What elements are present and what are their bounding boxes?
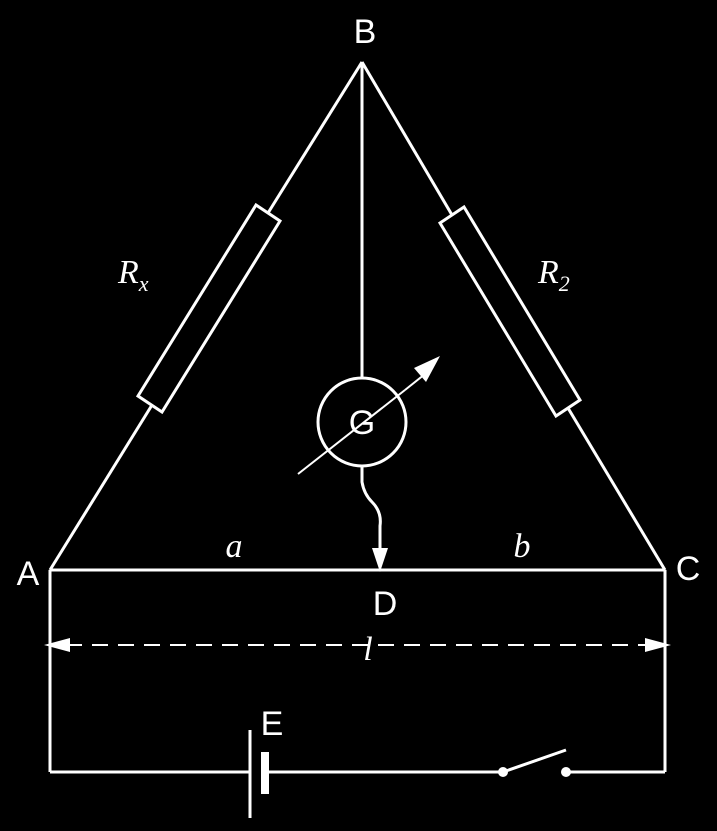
galvanometer-needle-tail — [297, 389, 406, 475]
slider-arrowhead — [372, 548, 388, 572]
wire-r2-to-c — [566, 407, 667, 571]
rx-label-main: R — [117, 254, 139, 291]
length-label: l — [363, 631, 372, 668]
switch-lever — [502, 748, 567, 774]
node-b-label: B — [354, 13, 377, 51]
battery-label: E — [261, 705, 284, 743]
galvanometer-arrowhead — [414, 356, 440, 382]
resistor-rx — [135, 202, 283, 415]
node-a-label: A — [17, 555, 40, 593]
resistor-r2 — [437, 204, 583, 419]
r2-label: R2 — [537, 254, 570, 296]
r2-label-main: R — [537, 254, 559, 291]
rx-label-sub: x — [138, 271, 149, 296]
length-arrow-right — [645, 638, 671, 652]
wire-galvanometer-to-d — [360, 466, 382, 552]
rx-label: Rx — [117, 254, 149, 296]
length-arrow-left — [44, 638, 70, 652]
wire-a-to-rx — [48, 404, 154, 571]
r2-label-sub: 2 — [559, 271, 570, 296]
segment-a-label: a — [226, 528, 243, 565]
wire-b-to-r2 — [360, 61, 454, 216]
segment-b-label: b — [514, 528, 531, 565]
node-c-label: C — [676, 550, 701, 588]
node-d-label: D — [373, 585, 398, 623]
wire-rx-to-b — [266, 61, 364, 214]
galvanometer-label: G — [349, 404, 375, 442]
